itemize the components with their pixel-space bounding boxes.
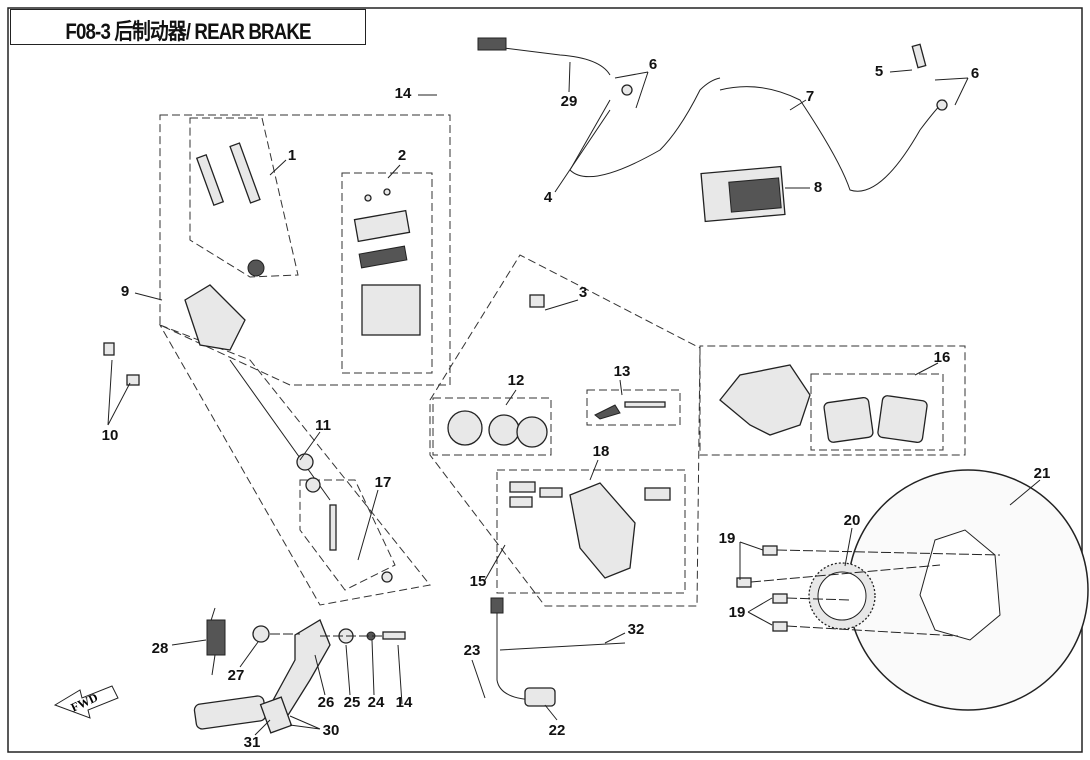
- callout: 21: [1034, 465, 1051, 482]
- callout: 6: [971, 65, 979, 82]
- callout: 6: [649, 56, 657, 73]
- callout-labels: 1 2 3 4 5 6 6 7 8 9 10 11 12 13 14 14 15…: [102, 56, 1051, 751]
- callout: 3: [579, 284, 587, 301]
- callout: 29: [561, 93, 578, 110]
- master-cylinder: [103, 142, 393, 583]
- callout: 5: [875, 63, 883, 80]
- callout: 4: [544, 189, 553, 206]
- diagram-frame: [7, 7, 1083, 753]
- callout: 20: [844, 512, 861, 529]
- callout: 7: [806, 88, 814, 105]
- callout: 13: [614, 363, 631, 380]
- callout: 31: [244, 734, 261, 751]
- callout: 27: [228, 667, 245, 684]
- page-title: F08-3 后制动器/ REAR BRAKE: [65, 19, 311, 44]
- title-box: F08-3 后制动器/ REAR BRAKE: [10, 9, 366, 45]
- callout: 10: [102, 427, 119, 444]
- callout: 26: [318, 694, 335, 711]
- callout: 22: [549, 722, 566, 739]
- callout: 18: [593, 443, 610, 460]
- callout: 28: [152, 640, 169, 657]
- callout: 30: [323, 722, 340, 739]
- reservoir: [353, 188, 421, 336]
- callout: 2: [398, 147, 406, 164]
- pedal-assembly: [53, 597, 626, 734]
- brake-disc: [736, 469, 1089, 711]
- callout: 8: [814, 179, 822, 196]
- fwd-arrow-icon: [53, 685, 119, 719]
- abs-unit: [700, 165, 786, 223]
- callout: 12: [508, 372, 525, 389]
- callout: 9: [121, 283, 129, 300]
- callout: 11: [315, 417, 331, 434]
- brake-hoses: [477, 37, 948, 192]
- callout: 23: [464, 642, 481, 659]
- callout: 24: [368, 694, 385, 711]
- callout: 19: [719, 530, 736, 547]
- callout: 15: [470, 573, 487, 590]
- leader-lines: [107, 61, 1041, 736]
- callout: 25: [344, 694, 361, 711]
- caliper: [447, 294, 928, 579]
- callout: 1: [288, 147, 296, 164]
- callout: 14: [396, 694, 413, 711]
- callout: 17: [375, 474, 392, 491]
- callout: 14: [395, 85, 412, 102]
- callout: 32: [628, 621, 645, 638]
- callout: 19: [729, 604, 746, 621]
- group-outlines: [158, 114, 966, 607]
- callout: 16: [934, 349, 951, 366]
